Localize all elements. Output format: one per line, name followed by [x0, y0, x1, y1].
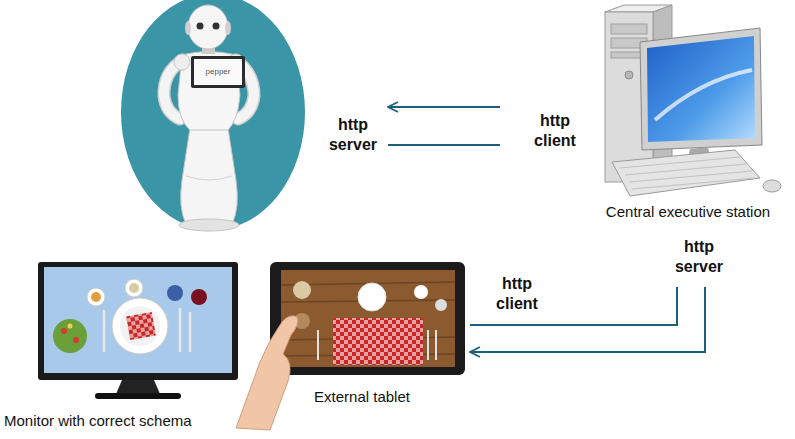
pointing-hand	[236, 316, 298, 430]
external-tablet	[270, 262, 465, 375]
robot-screen-text: pepper	[194, 59, 242, 85]
external-tablet	[414, 285, 428, 299]
schema-monitor	[120, 306, 160, 346]
protocol-role: http client	[524, 111, 586, 151]
desktop-computer	[640, 28, 762, 150]
schema-monitor	[38, 262, 238, 380]
schema-monitor	[53, 319, 87, 353]
schema-monitor	[95, 393, 181, 399]
pepper-robot	[179, 219, 239, 231]
schema-monitor	[125, 279, 143, 297]
desktop-computer	[612, 150, 760, 196]
schema-monitor	[191, 289, 207, 305]
pepper-robot	[194, 59, 242, 85]
external-tablet	[270, 262, 465, 375]
schema-monitor	[38, 262, 238, 399]
teal-backdrop	[121, 0, 305, 230]
pepper-robot	[185, 21, 191, 35]
pepper-robot	[174, 54, 190, 70]
desktop-computer	[605, 5, 781, 196]
pepper-robot	[181, 128, 238, 224]
desktop-computer	[611, 24, 647, 34]
schema-monitor	[68, 324, 73, 329]
protocol-role: http server	[322, 115, 384, 155]
pointing-hand	[236, 316, 298, 430]
pepper-robot	[164, 5, 254, 231]
pepper-robot	[197, 23, 204, 30]
external-tablet	[281, 270, 455, 367]
pepper-robot	[186, 176, 232, 180]
http-connector	[388, 144, 500, 146]
http-connector	[388, 106, 500, 108]
robot-node: pepper http server	[130, 15, 388, 237]
protocol-role: http server	[668, 237, 730, 277]
desktop-computer	[647, 36, 755, 142]
pepper-robot	[225, 21, 231, 35]
external-tablet	[435, 299, 447, 311]
schema-monitor	[167, 285, 183, 301]
protocol-role: http client	[484, 274, 550, 314]
device-caption: Monitor with correct schema	[4, 412, 219, 431]
schema-monitor	[91, 292, 101, 302]
schema-monitor	[61, 328, 67, 334]
external-tablet	[293, 281, 311, 299]
schema-monitor	[112, 298, 168, 354]
external-tablet	[333, 318, 423, 365]
schema-monitor	[44, 267, 232, 373]
station-node: http clientCentral executive station http…	[500, 0, 795, 287]
device-caption: Central executive station	[584, 203, 792, 222]
pepper-robot	[191, 56, 245, 88]
monitor-node: Monitor with correct schema	[0, 255, 250, 433]
teal-backdrop	[121, 0, 305, 230]
schema-monitor	[87, 288, 105, 306]
tablet-node: http clientExternal tablet	[262, 258, 470, 408]
desktop-computer	[763, 180, 781, 192]
pepper-robot	[213, 23, 220, 30]
schema-monitor	[116, 380, 160, 394]
schema-monitor	[129, 283, 139, 293]
schema-monitor	[126, 312, 156, 340]
pepper-robot	[188, 5, 228, 49]
device-caption: External tablet	[282, 388, 442, 407]
schema-monitor	[104, 308, 190, 352]
desktop-computer	[620, 157, 755, 189]
schema-monitor	[73, 337, 79, 343]
desktop-computer	[625, 71, 633, 79]
external-tablet	[318, 330, 436, 360]
desktop-computer	[655, 70, 752, 120]
external-tablet	[358, 283, 386, 311]
